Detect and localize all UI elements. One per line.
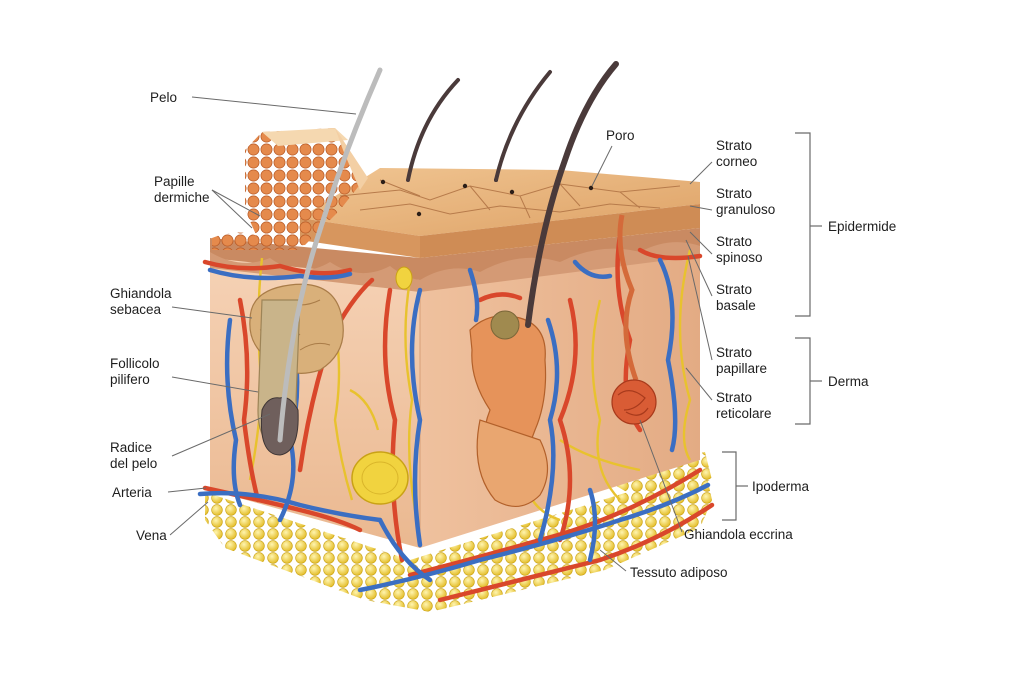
label-ghiandola-eccrina: Ghiandola eccrina xyxy=(684,527,793,542)
group-brackets xyxy=(722,132,822,521)
hair-shaft-left xyxy=(277,67,383,443)
label-pelo: Pelo xyxy=(150,90,177,105)
label-radice-del-pelo-1: Radice xyxy=(110,440,152,455)
label-ghiandola-sebacea-2: sebacea xyxy=(110,302,162,317)
label-strato-granuloso-1: Strato xyxy=(716,186,752,201)
label-strato-reticolare-2: reticolare xyxy=(716,406,772,421)
label-strato-basale-2: basale xyxy=(716,298,756,313)
label-strato-spinoso-2: spinoso xyxy=(716,250,763,265)
label-vena: Vena xyxy=(136,528,167,543)
label-poro: Poro xyxy=(606,128,635,143)
label-strato-basale-1: Strato xyxy=(716,282,752,297)
label-strato-corneo-2: corneo xyxy=(716,154,757,169)
eccrine-gland xyxy=(611,214,657,425)
label-radice-del-pelo-2: del pelo xyxy=(110,456,157,471)
group-label-derma: Derma xyxy=(828,374,869,389)
label-papille-dermiche-2: dermiche xyxy=(154,190,210,205)
leader-lines xyxy=(167,96,713,572)
label-strato-spinoso-1: Strato xyxy=(716,234,752,249)
label-strato-papillare-1: Strato xyxy=(716,345,752,360)
label-papille-dermiche-1: Papille xyxy=(154,174,195,189)
label-strato-corneo-1: Strato xyxy=(716,138,752,153)
hair-shafts xyxy=(277,61,619,443)
lamellar-corpuscle xyxy=(351,266,413,505)
label-strato-reticolare-1: Strato xyxy=(716,390,752,405)
label-follicolo-pilifero-2: pilifero xyxy=(110,372,150,387)
dermal-papillae-cutaway xyxy=(212,128,368,250)
label-follicolo-pilifero-1: Follicolo xyxy=(110,356,160,371)
label-arteria: Arteria xyxy=(112,485,152,500)
label-strato-papillare-2: papillare xyxy=(716,361,767,376)
label-strato-granuloso-2: granuloso xyxy=(716,202,775,217)
label-tessuto-adiposo: Tessuto adiposo xyxy=(630,565,728,580)
group-label-ipoderma: Ipoderma xyxy=(752,479,810,494)
epidermis-layers xyxy=(210,168,700,292)
hair-follicle-right xyxy=(469,310,549,507)
group-label-epidermide: Epidermide xyxy=(828,219,896,234)
label-ghiandola-sebacea-1: Ghiandola xyxy=(110,286,172,301)
